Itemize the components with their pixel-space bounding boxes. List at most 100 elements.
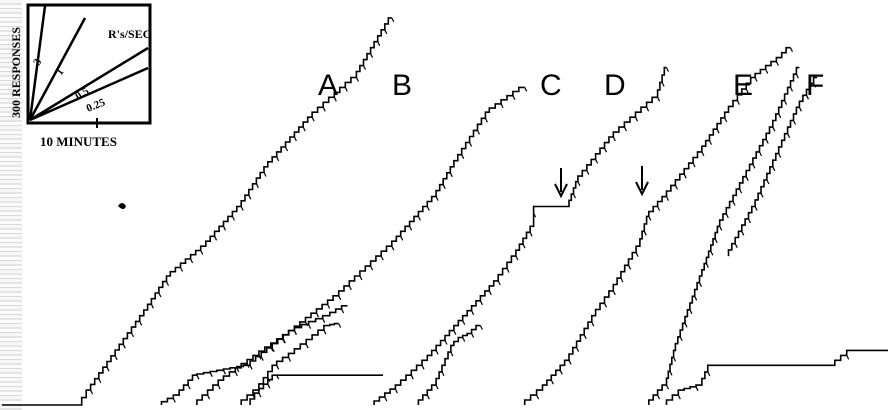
reinforcement-tick	[305, 343, 309, 349]
reinforcement-tick	[471, 333, 475, 338]
reinforcement-tick	[150, 304, 154, 309]
reinforcement-tick	[377, 41, 381, 46]
reinforcement-tick	[591, 321, 595, 327]
reinforcement-tick	[231, 216, 235, 221]
reinforcement-tick	[293, 136, 297, 142]
reinforcement-tick	[798, 107, 802, 112]
arrow-c	[554, 168, 568, 199]
reinforcement-tick	[813, 83, 817, 88]
reinforcement-tick	[634, 116, 639, 122]
reinforcement-tick	[612, 290, 616, 296]
reinforcement-tick	[673, 357, 677, 362]
reinforcement-tick	[572, 193, 577, 199]
reinforcement-tick	[506, 268, 510, 273]
reinforcement-tick	[315, 312, 320, 318]
reinforcement-tick	[524, 87, 528, 92]
reinforcement-tick	[710, 250, 714, 256]
reinforcement-tick	[719, 226, 723, 231]
reinforcement-tick	[355, 77, 359, 82]
reinforcement-tick	[479, 300, 483, 306]
reinforcement-tick	[765, 69, 769, 74]
reinforcement-tick	[787, 133, 791, 138]
reinforcement-tick	[338, 323, 342, 328]
reinforcement-tick	[635, 252, 639, 257]
reinforcement-tick	[754, 206, 758, 211]
reinforcement-tick	[789, 87, 794, 92]
reinforcement-tick	[384, 29, 388, 35]
reinforcement-tick	[190, 258, 194, 264]
reinforcement-tick	[775, 61, 779, 66]
reinforcement-tick	[745, 176, 749, 181]
reinforcement-tick	[471, 310, 475, 315]
reinforcement-tick	[778, 153, 782, 158]
x-scale-label: 10 MINUTES	[40, 134, 117, 149]
reinforcement-tick	[287, 357, 292, 362]
record-line-c	[373, 66, 667, 405]
reinforcement-tick	[462, 337, 466, 342]
record-line-b2	[196, 305, 348, 405]
rate-line-1	[28, 17, 87, 121]
reinforcement-tick	[410, 374, 414, 380]
reinforcement-tick	[282, 338, 286, 344]
reinforcement-tick	[536, 394, 540, 400]
reinforcement-tick	[207, 394, 211, 400]
reinforcement-tick	[765, 139, 769, 144]
paper-edge-texture	[0, 0, 22, 410]
reinforcement-tick	[778, 113, 782, 119]
series-label-e: E	[733, 69, 753, 102]
reinforcement-tick	[449, 172, 453, 178]
reinforcement-tick	[200, 250, 204, 255]
reinforcement-tick	[694, 296, 698, 301]
reinforcement-tick	[701, 151, 705, 157]
reinforcement-tick	[165, 281, 170, 286]
reinforcement-tick	[665, 384, 670, 390]
reinforcement-tick	[263, 172, 267, 177]
reinforcement-tick	[450, 351, 454, 357]
reinforcement-tick	[724, 117, 728, 123]
reinforcement-tick	[435, 196, 439, 201]
reinforcement-tick	[187, 384, 191, 390]
reinforcement-tick	[260, 356, 264, 361]
reinforcement-tick	[603, 147, 608, 153]
rate-legend-title: R's/SEC	[108, 27, 151, 41]
reinforcement-tick	[258, 355, 262, 360]
reinforcement-tick	[453, 330, 457, 335]
reinforcement-tick	[741, 231, 745, 236]
reinforcement-tick	[698, 282, 703, 287]
reinforcement-tick	[603, 303, 608, 308]
reinforcement-tick	[302, 126, 306, 132]
reinforcement-tick	[391, 245, 395, 251]
reinforcement-tick	[322, 107, 326, 112]
record-line-a	[2, 17, 392, 406]
reinforcement-tick	[612, 136, 616, 142]
rate-label-3: 3	[31, 56, 44, 67]
reinforcement-tick	[736, 100, 740, 105]
reinforcement-tick	[172, 398, 176, 403]
arrow-d	[635, 166, 649, 197]
reinforcement-tick	[444, 340, 448, 345]
reinforcement-tick	[766, 179, 770, 185]
record-line-d	[523, 46, 791, 405]
reinforcement-tick	[683, 173, 687, 179]
reinforcement-tick	[196, 374, 200, 380]
rate-line-3	[28, 5, 47, 121]
reinforcement-tick	[705, 263, 709, 268]
reinforcement-tick	[529, 232, 533, 237]
reinforcement-tick	[327, 304, 331, 309]
reinforcement-tick	[479, 325, 483, 330]
reinforcement-tick	[669, 371, 673, 376]
reinforcement-tick	[426, 394, 430, 400]
reinforcement-tick	[98, 378, 102, 383]
reinforcement-tick	[122, 344, 126, 349]
reinforcement-tick	[577, 181, 581, 186]
reinforcement-tick	[308, 324, 312, 329]
reinforcement-tick	[792, 120, 797, 125]
reinforcement-tick	[716, 128, 720, 134]
rate-line-0.25	[29, 66, 149, 122]
reinforcement-tick	[692, 162, 696, 168]
reinforcement-tick	[441, 371, 445, 377]
reinforcement-tick	[784, 100, 788, 105]
reinforcement-tick	[476, 130, 481, 135]
reinforcement-tick	[362, 65, 367, 70]
reinforcement-tick	[240, 206, 244, 211]
